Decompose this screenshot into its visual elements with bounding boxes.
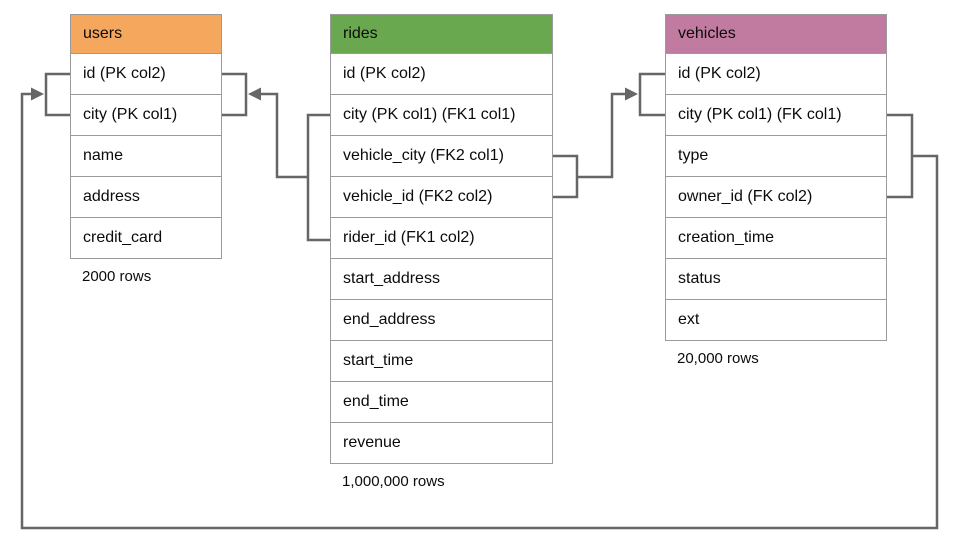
vehicles-table-header: vehicles (666, 15, 886, 54)
connector-vehicles-to-users (20, 72, 939, 530)
rides-row-count-label: 1,000,000 rows (342, 473, 445, 490)
rides-users-link (259, 92, 308, 179)
vehicles-table: vehicles id (PK col2) city (PK col1) (FK… (665, 14, 887, 341)
arrowhead-into-users-right (248, 87, 261, 101)
rides-right-bracket (553, 154, 579, 199)
vehicles-right-bracket (887, 113, 914, 199)
table-row: creation_time (666, 217, 886, 258)
rides-left-bracket (306, 113, 330, 242)
table-row: revenue (331, 422, 552, 463)
connector-rides-to-users (222, 72, 330, 242)
table-row: owner_id (FK col2) (666, 176, 886, 217)
table-row: id (PK col2) (666, 54, 886, 94)
table-row: start_address (331, 258, 552, 299)
table-row: start_time (331, 340, 552, 381)
table-row: city (PK col1) (FK col1) (666, 94, 886, 135)
table-row: type (666, 135, 886, 176)
table-row: name (71, 135, 221, 176)
vehicles-left-bracket (638, 72, 665, 117)
users-right-bracket (222, 72, 248, 117)
table-row: address (71, 176, 221, 217)
table-row: credit_card (71, 217, 221, 258)
table-row: ext (666, 299, 886, 340)
table-row: id (PK col2) (71, 54, 221, 94)
table-row: city (PK col1) (71, 94, 221, 135)
table-row: id (PK col2) (331, 54, 552, 94)
table-row: end_time (331, 381, 552, 422)
rides-table-header: rides (331, 15, 552, 54)
arrowhead-into-users-left (31, 87, 44, 101)
table-row: vehicle_id (FK2 col2) (331, 176, 552, 217)
rides-vehicles-link (577, 92, 627, 179)
users-left-bracket (44, 72, 70, 117)
arrowhead-into-vehicles-left (625, 87, 638, 101)
users-row-count-label: 2000 rows (82, 268, 152, 285)
users-table: users id (PK col2) city (PK col1) name a… (70, 14, 222, 259)
users-table-header: users (71, 15, 221, 54)
table-row: rider_id (FK1 col2) (331, 217, 552, 258)
table-row: city (PK col1) (FK1 col1) (331, 94, 552, 135)
vehicles-users-loop (20, 92, 939, 530)
vehicles-row-count-label: 20,000 rows (677, 350, 759, 367)
rides-table: rides id (PK col2) city (PK col1) (FK1 c… (330, 14, 553, 464)
table-row: end_address (331, 299, 552, 340)
table-row: vehicle_city (FK2 col1) (331, 135, 552, 176)
connector-rides-to-vehicles (553, 72, 665, 199)
table-row: status (666, 258, 886, 299)
